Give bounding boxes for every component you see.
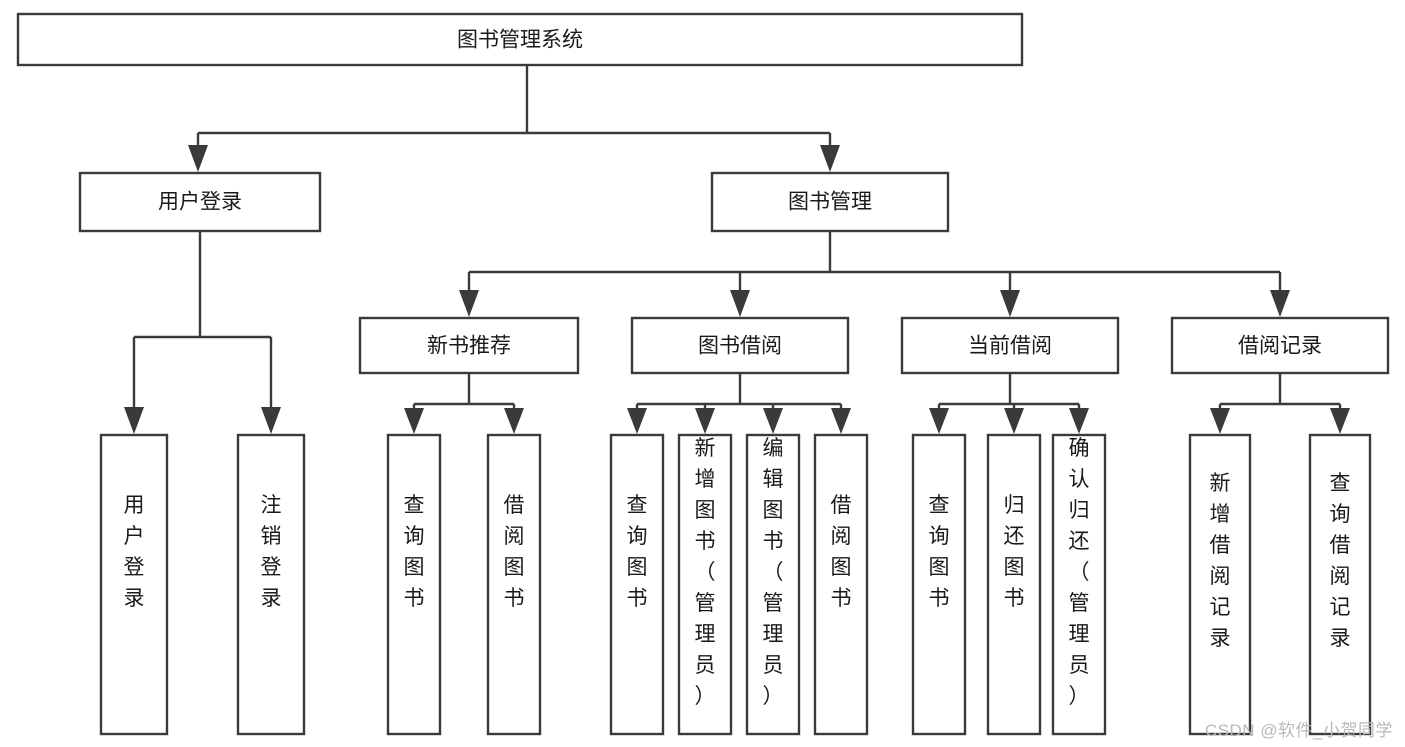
node-new-book-recommend-label: 新书推荐 — [427, 335, 511, 358]
leaf-confirm-return-admin[interactable]: 确认归还（管理员） — [1051, 433, 1107, 736]
leaf-logout-label: 注销登录 — [261, 494, 282, 610]
arrow-head-icon — [261, 407, 281, 434]
leaf-return-book-box[interactable] — [986, 433, 1042, 736]
arrow-head-icon — [763, 408, 783, 434]
leaf-add-borrow-record-box[interactable] — [1188, 433, 1252, 736]
leaf-query-book-borrow-box[interactable] — [609, 433, 665, 736]
node-root-box[interactable] — [16, 12, 1024, 67]
leaf-borrow-book-recommend-box[interactable] — [486, 433, 542, 736]
node-book-management-box[interactable] — [710, 171, 950, 233]
leaf-borrow-book-recommend-label: 借阅图书 — [504, 494, 525, 610]
arrow-head-icon — [1069, 408, 1089, 434]
node-book-management[interactable]: 图书管理 — [710, 171, 950, 233]
arrow-head-icon — [404, 408, 424, 434]
node-borrow-record-box[interactable] — [1170, 316, 1390, 375]
node-borrow-record[interactable]: 借阅记录 — [1170, 316, 1390, 375]
node-user-login-label: 用户登录 — [158, 191, 242, 214]
leaf-add-book-admin[interactable]: 新增图书（管理员） — [677, 433, 733, 736]
node-user-login-box[interactable] — [78, 171, 322, 233]
leaf-confirm-return-admin-label: 确认归还（管理员） — [1069, 437, 1090, 708]
arrow-head-icon — [1004, 408, 1024, 434]
arrow-head-icon — [1270, 290, 1290, 317]
leaf-edit-book-admin-box[interactable] — [745, 433, 801, 736]
node-new-book-recommend-box[interactable] — [358, 316, 580, 375]
arrow-head-icon — [124, 407, 144, 434]
arrow-head-icon — [1000, 290, 1020, 317]
leaf-confirm-return-admin-box[interactable] — [1051, 433, 1107, 736]
leaf-query-book-current-box[interactable] — [911, 433, 967, 736]
arrow-head-icon — [504, 408, 524, 434]
leaf-borrow-book-box[interactable] — [813, 433, 869, 736]
leaf-return-book[interactable]: 归还图书 — [986, 433, 1042, 736]
leaf-query-book-borrow-label: 查询图书 — [627, 494, 648, 610]
arrow-head-icon — [627, 408, 647, 434]
node-new-book-recommend[interactable]: 新书推荐 — [358, 316, 580, 375]
leaf-query-book-recommend-box[interactable] — [386, 433, 442, 736]
leaf-add-borrow-record[interactable]: 新增借阅记录 — [1188, 433, 1252, 736]
leaf-borrow-book[interactable]: 借阅图书 — [813, 433, 869, 736]
leaf-logout-box[interactable] — [236, 433, 306, 736]
node-current-borrow-label: 当前借阅 — [968, 335, 1052, 358]
arrow-head-icon — [831, 408, 851, 434]
leaf-borrow-book-label: 借阅图书 — [831, 494, 852, 610]
arrow-head-icon — [929, 408, 949, 434]
node-book-borrow-box[interactable] — [630, 316, 850, 375]
node-book-borrow-label: 图书借阅 — [698, 335, 782, 358]
node-root[interactable]: 图书管理系统 — [16, 12, 1024, 67]
node-book-management-label: 图书管理 — [788, 191, 872, 214]
leaf-user-login-box[interactable] — [99, 433, 169, 736]
arrow-head-icon — [730, 290, 750, 317]
node-user-login[interactable]: 用户登录 — [78, 171, 322, 233]
leaf-add-book-admin-box[interactable] — [677, 433, 733, 736]
arrow-head-icon — [695, 408, 715, 434]
leaf-query-book-recommend[interactable]: 查询图书 — [386, 433, 442, 736]
leaf-query-borrow-record-box[interactable] — [1308, 433, 1372, 736]
leaf-add-borrow-record-label: 新增借阅记录 — [1210, 472, 1231, 650]
arrow-head-icon — [820, 145, 840, 172]
connector-layer — [124, 65, 1350, 434]
node-borrow-record-label: 借阅记录 — [1238, 335, 1322, 358]
leaf-query-book-current[interactable]: 查询图书 — [911, 433, 967, 736]
leaf-return-book-label: 归还图书 — [1004, 494, 1025, 610]
leaf-edit-book-admin-label: 编辑图书（管理员） — [763, 437, 784, 708]
leaf-user-login-label: 用户登录 — [124, 494, 145, 610]
leaf-query-borrow-record[interactable]: 查询借阅记录 — [1308, 433, 1372, 736]
leaf-query-book-borrow[interactable]: 查询图书 — [609, 433, 665, 736]
node-book-borrow[interactable]: 图书借阅 — [630, 316, 850, 375]
arrow-head-icon — [459, 290, 479, 317]
leaf-add-book-admin-label: 新增图书（管理员） — [695, 437, 716, 708]
leaf-edit-book-admin[interactable]: 编辑图书（管理员） — [745, 433, 801, 736]
node-root-label: 图书管理系统 — [457, 29, 583, 52]
node-current-borrow[interactable]: 当前借阅 — [900, 316, 1120, 375]
leaf-query-borrow-record-label: 查询借阅记录 — [1330, 472, 1351, 650]
leaf-query-book-recommend-label: 查询图书 — [404, 494, 425, 610]
arrow-head-icon — [1330, 408, 1350, 434]
leaf-user-login[interactable]: 用户登录 — [99, 433, 169, 736]
node-current-borrow-box[interactable] — [900, 316, 1120, 375]
leaf-logout[interactable]: 注销登录 — [236, 433, 306, 736]
leaf-query-book-current-label: 查询图书 — [929, 494, 950, 610]
arrow-head-icon — [188, 145, 208, 172]
leaf-borrow-book-recommend[interactable]: 借阅图书 — [486, 433, 542, 736]
arrow-head-icon — [1210, 408, 1230, 434]
